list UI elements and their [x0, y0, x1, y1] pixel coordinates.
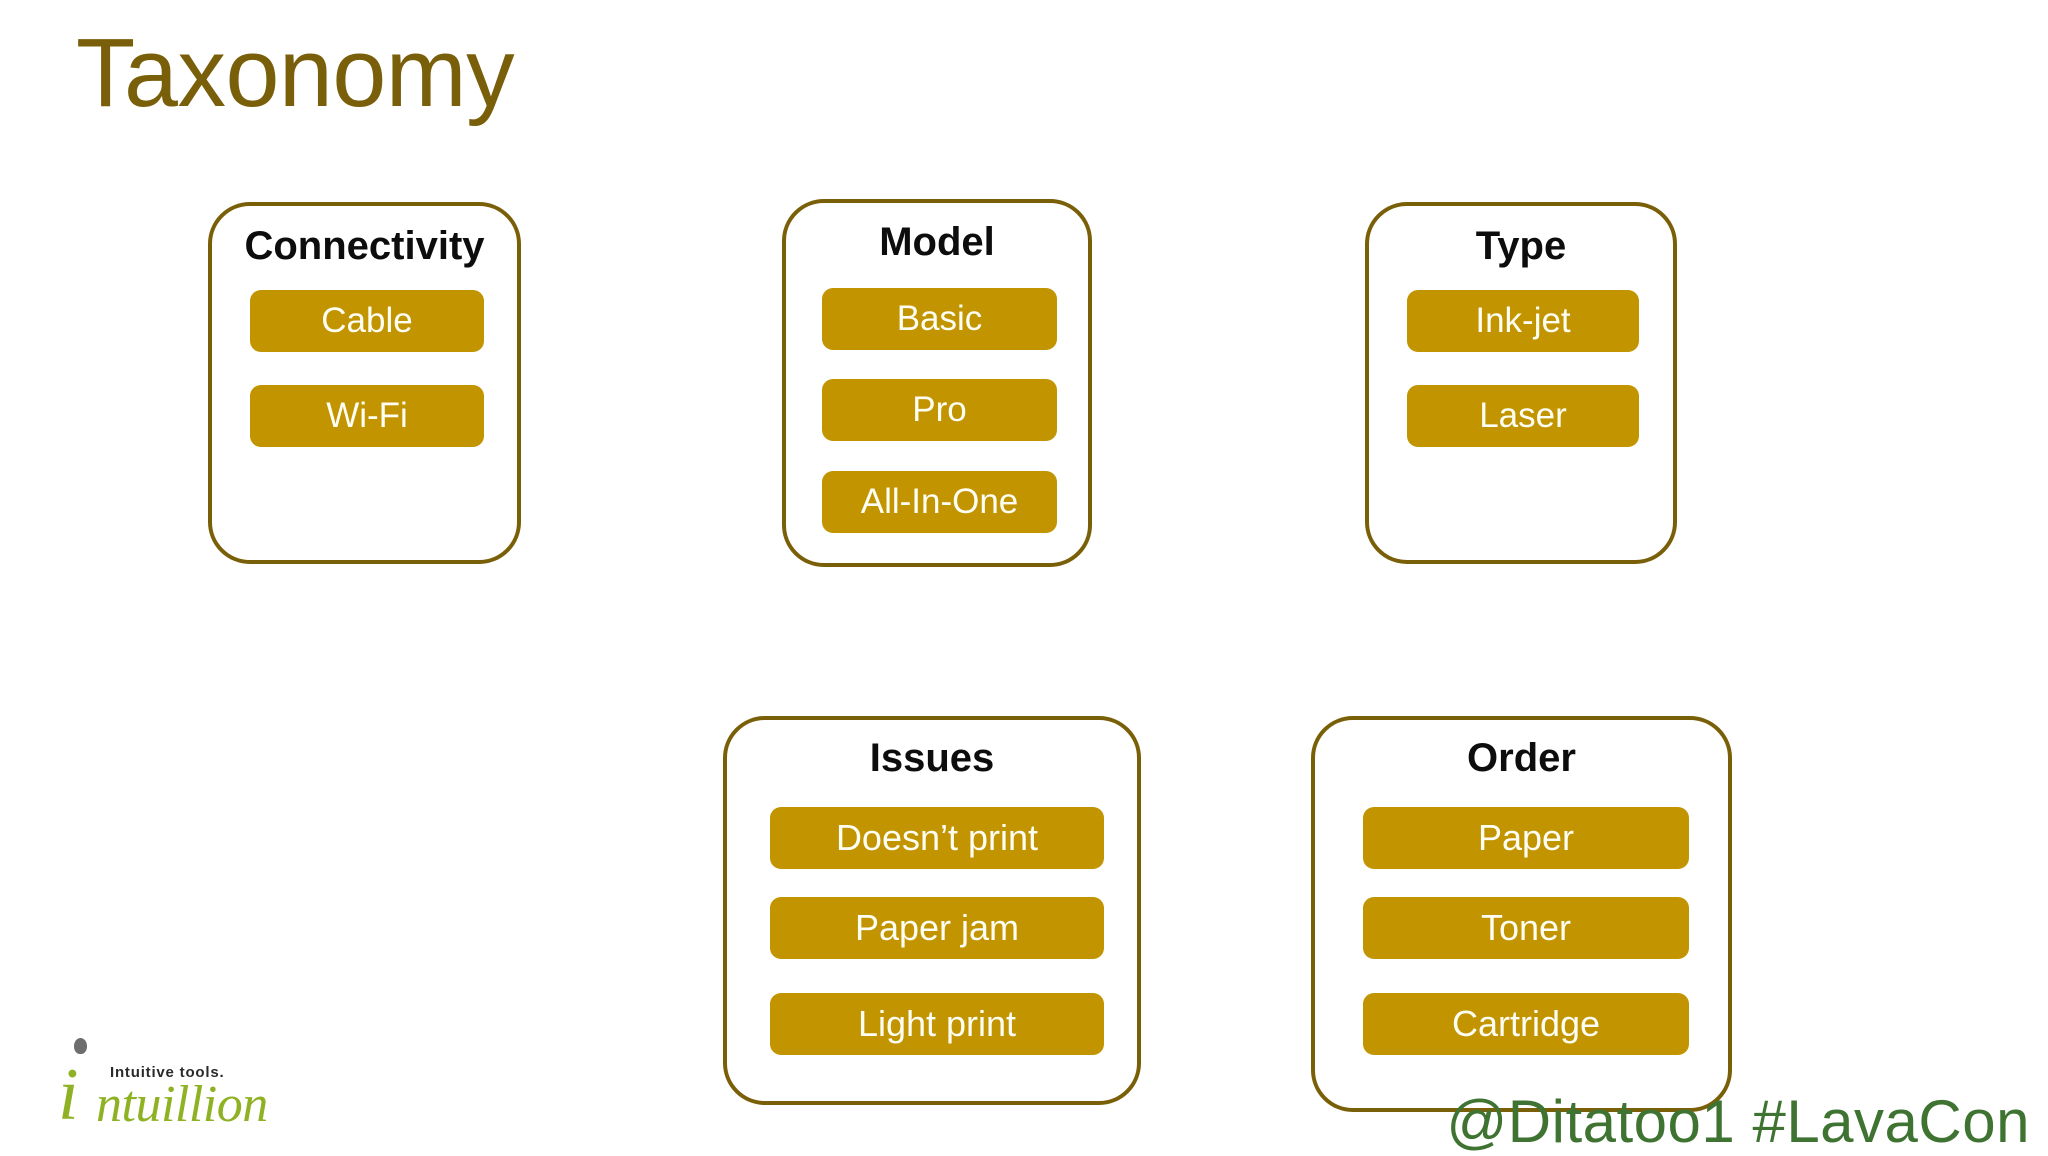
- card-item-pill[interactable]: Toner: [1363, 897, 1689, 959]
- logo-initial: i: [58, 1054, 79, 1136]
- card-order[interactable]: Order Paper Toner Cartridge: [1311, 716, 1732, 1112]
- card-title-issues: Issues: [869, 736, 995, 780]
- intuillion-logo: i Intuitive tools. ntuillion: [34, 1032, 268, 1142]
- card-issues[interactable]: Issues Doesn’t print Paper jam Light pri…: [723, 716, 1141, 1105]
- logo-tagline: Intuitive tools.: [110, 1064, 225, 1081]
- card-item-pill[interactable]: Cartridge: [1363, 993, 1689, 1055]
- card-item-pill[interactable]: Cable: [250, 290, 484, 352]
- card-title-connectivity: Connectivity: [244, 224, 485, 268]
- card-item-pill[interactable]: Paper: [1363, 807, 1689, 869]
- card-type[interactable]: Type Ink-jet Laser: [1365, 202, 1677, 564]
- card-item-pill[interactable]: Wi-Fi: [250, 385, 484, 447]
- card-title-order: Order: [1467, 736, 1576, 780]
- social-handle: @Ditatoo1 #LavaCon: [1446, 1088, 2030, 1155]
- card-item-pill[interactable]: Laser: [1407, 385, 1639, 447]
- card-title-model: Model: [879, 220, 995, 264]
- card-item-pill[interactable]: Light print: [770, 993, 1104, 1055]
- card-model[interactable]: Model Basic Pro All-In-One: [782, 199, 1092, 567]
- logo-dot-icon: [74, 1038, 87, 1054]
- card-item-pill[interactable]: Ink-jet: [1407, 290, 1639, 352]
- card-item-pill[interactable]: Basic: [822, 288, 1057, 350]
- page-title: Taxonomy: [76, 18, 515, 127]
- logo-wordmark: ntuillion: [96, 1076, 268, 1133]
- card-title-type: Type: [1475, 224, 1567, 268]
- card-connectivity[interactable]: Connectivity Cable Wi-Fi: [208, 202, 521, 564]
- card-item-pill[interactable]: Doesn’t print: [770, 807, 1104, 869]
- card-item-pill[interactable]: Pro: [822, 379, 1057, 441]
- card-item-pill[interactable]: Paper jam: [770, 897, 1104, 959]
- card-item-pill[interactable]: All-In-One: [822, 471, 1057, 533]
